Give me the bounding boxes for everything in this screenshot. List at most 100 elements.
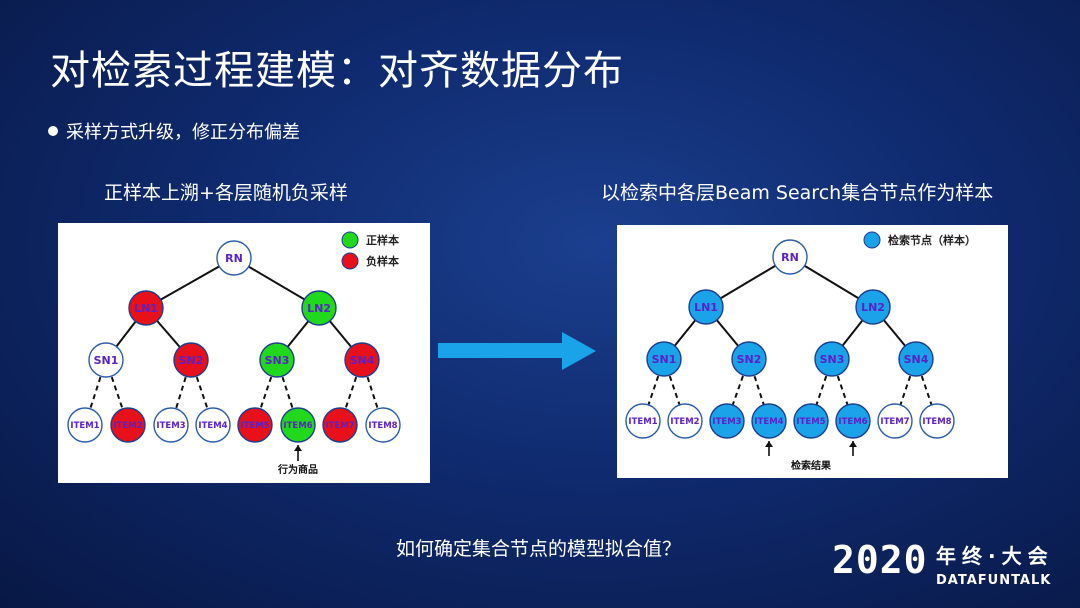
node-circle xyxy=(322,407,358,443)
node-label: SN3 xyxy=(265,354,290,367)
legend-label: 正样本 xyxy=(366,233,399,247)
node-label: LN1 xyxy=(694,301,718,314)
node-circle xyxy=(709,403,745,439)
brand-english: DATAFUNTALK xyxy=(936,573,1052,588)
tree-node-rn: RN xyxy=(772,239,808,275)
node-label: ITEM2 xyxy=(113,421,142,431)
node-circle xyxy=(153,407,189,443)
up-arrow-icon xyxy=(849,441,857,456)
node-circle xyxy=(919,403,955,439)
right-arrow-icon xyxy=(438,332,596,370)
node-circle xyxy=(731,341,767,377)
slide-title: 对检索过程建模：对齐数据分布 xyxy=(50,48,624,94)
node-circle xyxy=(688,289,724,325)
tree-node-rn: RN xyxy=(216,240,252,276)
tree-node-item7: ITEM7 xyxy=(877,403,913,439)
legend-label: 检索节点（样本） xyxy=(888,233,976,247)
tree-node-item5: ITEM5 xyxy=(237,407,273,443)
tree-node-item3: ITEM3 xyxy=(709,403,745,439)
up-arrow-icon xyxy=(294,445,302,461)
tree-node-sn4: SN4 xyxy=(344,342,380,378)
tree-node-ln1: LN1 xyxy=(128,290,164,326)
node-label: ITEM7 xyxy=(325,421,354,431)
tree-note: 行为商品 xyxy=(277,463,318,476)
tree-node-ln2: LN2 xyxy=(301,290,337,326)
tree-node-sn3: SN3 xyxy=(814,341,850,377)
node-label: ITEM1 xyxy=(628,417,657,427)
tree-node-ln1: LN1 xyxy=(688,289,724,325)
tree-node-sn2: SN2 xyxy=(731,341,767,377)
tree-node-item6: ITEM6 xyxy=(835,403,871,439)
bullet-text: 采样方式升级，修正分布偏差 xyxy=(66,122,300,143)
node-circle xyxy=(877,403,913,439)
node-label: LN2 xyxy=(861,301,885,314)
bullet-point: 采样方式升级，修正分布偏差 xyxy=(48,118,300,144)
brand-logo: 2020 年终·大会 DATAFUNTALK xyxy=(832,538,1050,588)
node-circle xyxy=(793,403,829,439)
node-label: ITEM1 xyxy=(70,421,99,431)
node-label: ITEM2 xyxy=(670,417,699,427)
node-circle xyxy=(301,290,337,326)
legend-item: 正样本 xyxy=(341,231,399,249)
tree-note: 检索结果 xyxy=(791,459,832,472)
node-label: ITEM4 xyxy=(198,421,227,431)
node-label: SN2 xyxy=(179,354,204,367)
node-label: LN2 xyxy=(307,302,331,315)
up-arrow-icon xyxy=(765,441,773,456)
tree-node-item5: ITEM5 xyxy=(793,403,829,439)
right-caption: 以检索中各层Beam Search集合节点作为样本 xyxy=(601,182,994,204)
node-circle xyxy=(667,403,703,439)
tree-node-ln2: LN2 xyxy=(855,289,891,325)
node-label: LN1 xyxy=(134,302,158,315)
legend-label: 负样本 xyxy=(366,254,399,268)
tree-node-sn4: SN4 xyxy=(898,341,934,377)
legend-item: 检索节点（样本） xyxy=(863,231,976,249)
node-circle xyxy=(237,407,273,443)
node-label: ITEM4 xyxy=(754,417,783,427)
node-circle xyxy=(855,289,891,325)
tree-node-item1: ITEM1 xyxy=(67,407,103,443)
brand-year: 2020 xyxy=(832,538,928,582)
node-circle xyxy=(625,403,661,439)
tree-node-sn2: SN2 xyxy=(173,342,209,378)
tree-node-item8: ITEM8 xyxy=(919,403,955,439)
node-circle xyxy=(280,407,316,443)
tree-node-item3: ITEM3 xyxy=(153,407,189,443)
node-circle xyxy=(259,342,295,378)
node-label: RN xyxy=(225,252,243,265)
node-label: ITEM6 xyxy=(838,417,867,427)
node-circle xyxy=(195,407,231,443)
tree-node-item8: ITEM8 xyxy=(365,407,401,443)
node-circle xyxy=(365,407,401,443)
node-circle xyxy=(814,341,850,377)
tree-node-item4: ITEM4 xyxy=(751,403,787,439)
node-circle xyxy=(344,342,380,378)
node-label: SN2 xyxy=(737,353,762,366)
bullet-dot-icon xyxy=(48,126,58,136)
node-circle xyxy=(898,341,934,377)
node-circle xyxy=(88,342,124,378)
node-label: RN xyxy=(781,251,799,264)
node-circle xyxy=(772,239,808,275)
legend-swatch-icon xyxy=(863,231,881,249)
node-label: ITEM6 xyxy=(283,421,312,431)
node-circle xyxy=(173,342,209,378)
tree-node-item1: ITEM1 xyxy=(625,403,661,439)
tree-node-sn1: SN1 xyxy=(646,341,682,377)
tree-node-item4: ITEM4 xyxy=(195,407,231,443)
legend-swatch-icon xyxy=(341,252,359,270)
node-circle xyxy=(835,403,871,439)
node-label: SN4 xyxy=(350,354,375,367)
node-circle xyxy=(110,407,146,443)
node-label: ITEM3 xyxy=(156,421,185,431)
brand-chinese: 年终·大会 xyxy=(936,544,1054,568)
tree-node-sn1: SN1 xyxy=(88,342,124,378)
node-label: SN1 xyxy=(94,354,119,367)
tree-node-item2: ITEM2 xyxy=(667,403,703,439)
node-label: SN1 xyxy=(652,353,677,366)
node-label: ITEM7 xyxy=(880,417,909,427)
node-label: SN4 xyxy=(904,353,929,366)
node-circle xyxy=(216,240,252,276)
